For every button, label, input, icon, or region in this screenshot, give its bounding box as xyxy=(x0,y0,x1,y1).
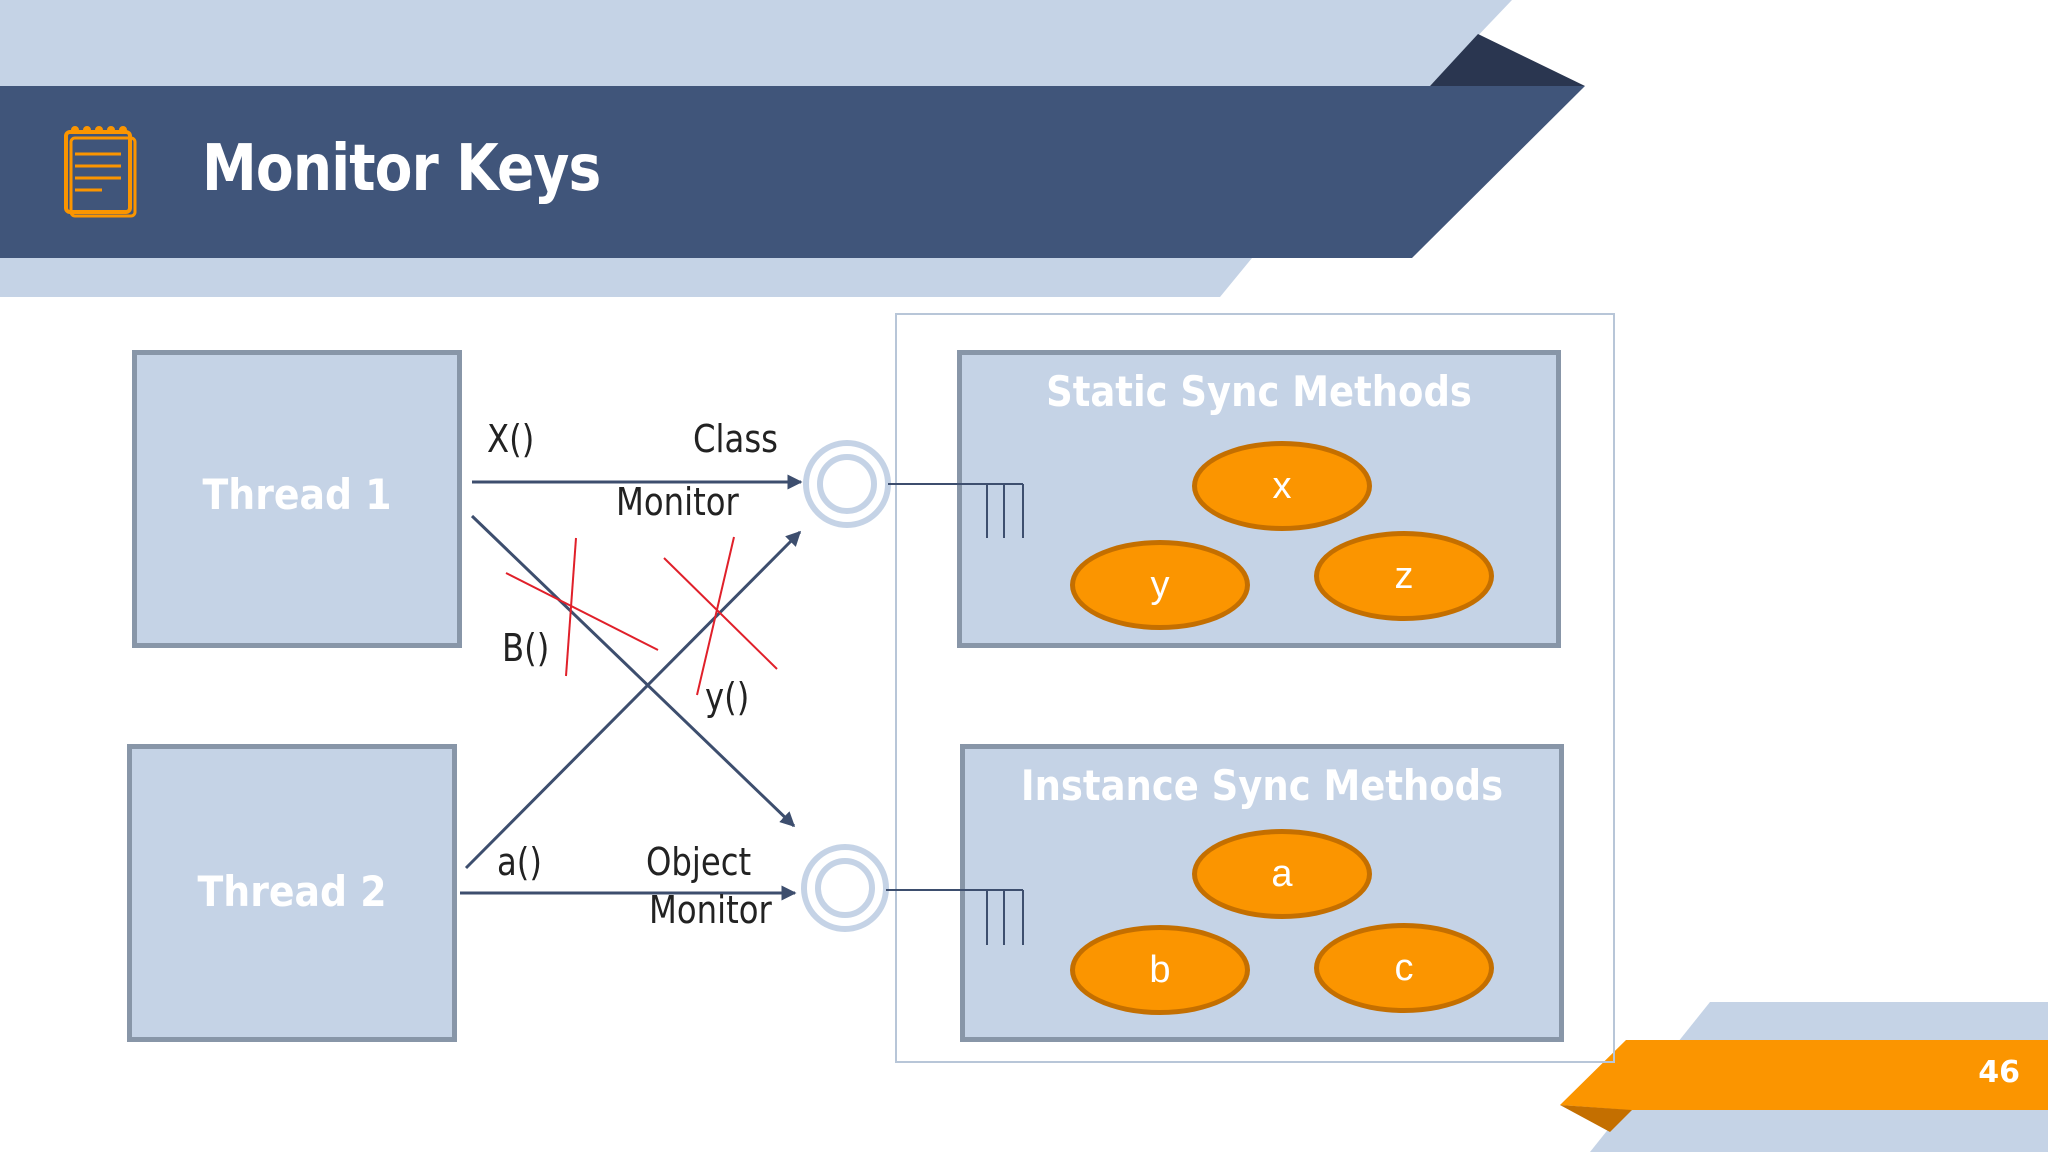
cross-mark-y-2 xyxy=(696,536,735,696)
class-monitor-ring-inner xyxy=(817,454,877,514)
notepad-icon xyxy=(64,126,137,218)
lower-light-band xyxy=(0,258,1252,297)
thread-2-label: Thread 2 xyxy=(197,867,387,916)
method-c: c xyxy=(1314,923,1494,1013)
label-a-call: a() xyxy=(497,840,542,884)
method-x: x xyxy=(1192,441,1372,531)
dark-triangle xyxy=(1430,34,1585,86)
arrow-b-to-object-monitor xyxy=(470,514,796,828)
slide-title: Monitor Keys xyxy=(202,132,601,206)
instance-sync-methods-title: Instance Sync Methods xyxy=(1020,761,1504,810)
footer-orange-band xyxy=(1560,1040,2048,1110)
label-class-monitor: Monitor xyxy=(616,480,739,524)
monitor-frame xyxy=(895,313,1615,1063)
object-monitor-ring-inner xyxy=(815,858,875,918)
cross-mark-b-1 xyxy=(505,572,659,651)
static-sync-methods-box: Static Sync Methods x y z xyxy=(957,350,1561,648)
top-light-band xyxy=(0,0,1512,86)
page-number: 46 xyxy=(1978,1055,2020,1090)
object-monitor-ring-outer xyxy=(801,844,889,932)
thread-2-box: Thread 2 xyxy=(127,744,457,1042)
label-class: Class xyxy=(693,417,778,461)
header-band xyxy=(0,86,1585,258)
method-a: a xyxy=(1192,829,1372,919)
footer-orange-fold xyxy=(1560,1105,1632,1132)
method-y: y xyxy=(1070,540,1250,630)
arrow-y-to-class-monitor xyxy=(464,530,802,870)
label-y-call: y() xyxy=(705,675,750,719)
method-b: b xyxy=(1070,925,1250,1015)
label-object: Object xyxy=(646,840,752,884)
instance-sync-methods-box: Instance Sync Methods a b c xyxy=(960,744,1564,1042)
method-z: z xyxy=(1314,531,1494,621)
cross-mark-y-1 xyxy=(663,557,778,670)
thread-1-box: Thread 1 xyxy=(132,350,462,648)
label-x-call: X() xyxy=(487,417,535,461)
static-sync-methods-title: Static Sync Methods xyxy=(1046,367,1472,416)
cross-mark-b-2 xyxy=(565,537,577,677)
thread-1-label: Thread 1 xyxy=(202,470,392,519)
label-object-monitor: Monitor xyxy=(649,888,772,932)
label-b-call: B() xyxy=(502,626,550,670)
